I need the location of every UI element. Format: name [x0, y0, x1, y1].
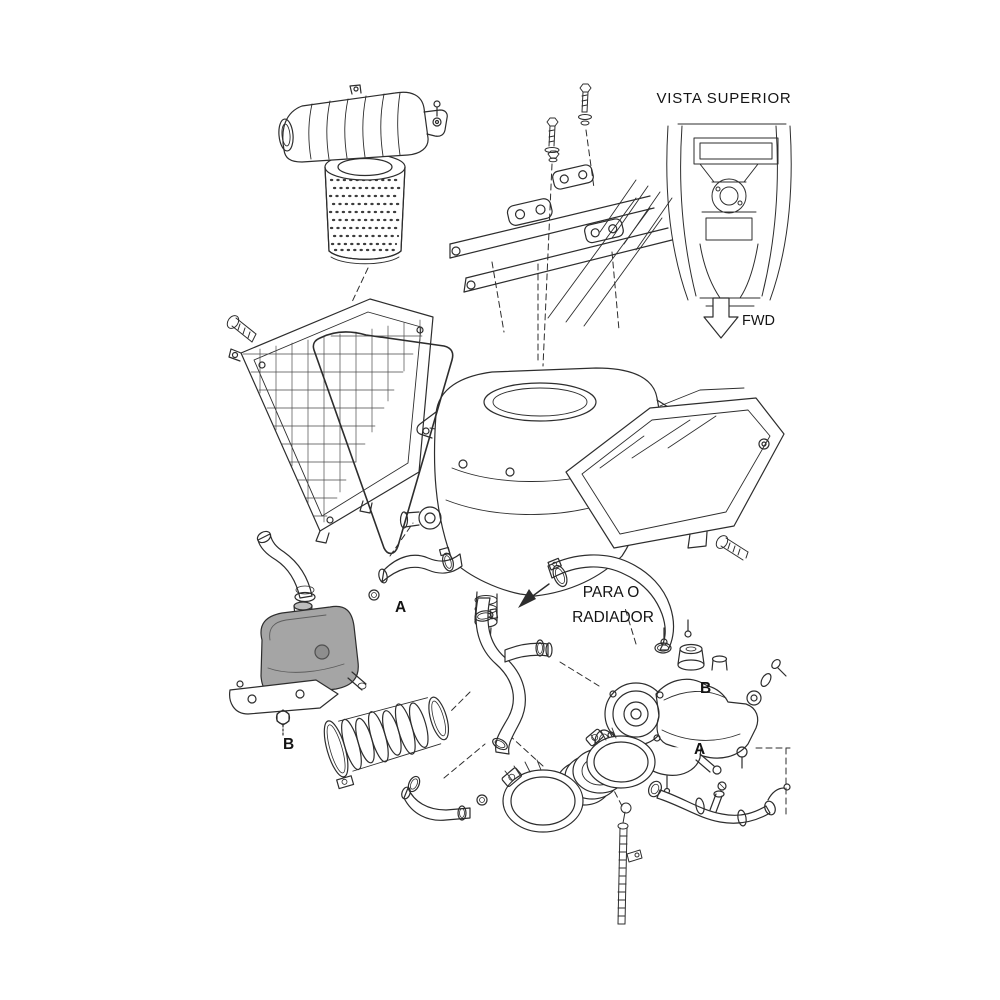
hose-clamp [535, 639, 545, 657]
cover-gasket [312, 331, 454, 555]
callout-carb-top-b: B [700, 680, 711, 697]
radiator-hose [518, 554, 675, 654]
fwd-arrow-icon [703, 297, 739, 339]
side-panel [565, 387, 785, 549]
fuel-line-assembly [647, 780, 791, 827]
frame-bracket [506, 198, 553, 226]
band-clamp [585, 727, 656, 789]
airbox-cover [228, 298, 434, 544]
band-clamp [501, 759, 584, 833]
hose-clamp [492, 737, 508, 751]
cover-screw [226, 315, 257, 343]
drain-rod [617, 802, 643, 925]
fwd-label: FWD [742, 313, 775, 329]
radiator-note-line1: PARA O [583, 584, 640, 601]
callout-hose-a: A [395, 599, 406, 616]
hose-clamp [407, 775, 421, 793]
recovery-tank-group [256, 530, 367, 697]
drain-hose [474, 597, 553, 755]
boot-clamp [323, 720, 355, 790]
air-filter-element [324, 153, 406, 265]
frame-rail-section [449, 164, 673, 327]
radiator-note-line2: RADIADOR [572, 609, 654, 626]
intake-boot [323, 696, 450, 790]
frame-bracket [552, 164, 594, 190]
vent-hose-a [368, 546, 463, 601]
direction-arrow [518, 589, 536, 608]
callout-carb-bottom-a: A [694, 741, 705, 758]
vista-superior-inset [666, 123, 792, 307]
hose-clamp [474, 608, 499, 622]
hose-clamp [695, 797, 747, 827]
elbow-hose [401, 775, 488, 821]
air-intake-duct [278, 84, 448, 163]
inset-title: VISTA SUPERIOR [656, 90, 791, 107]
joint-and-clamps [501, 727, 656, 833]
frame-bracket [584, 218, 624, 244]
panel-screw [715, 535, 749, 561]
hose-clamp [438, 546, 454, 572]
callout-boot-clamp-b: B [283, 736, 294, 753]
tank-bracket [229, 679, 339, 736]
mounting-screws [544, 83, 592, 163]
hose-clamp [457, 805, 467, 821]
carburetor-assembly [594, 619, 787, 795]
hose-clamp [547, 557, 568, 588]
assembly-lines [351, 129, 791, 815]
airbox-body [399, 367, 681, 645]
